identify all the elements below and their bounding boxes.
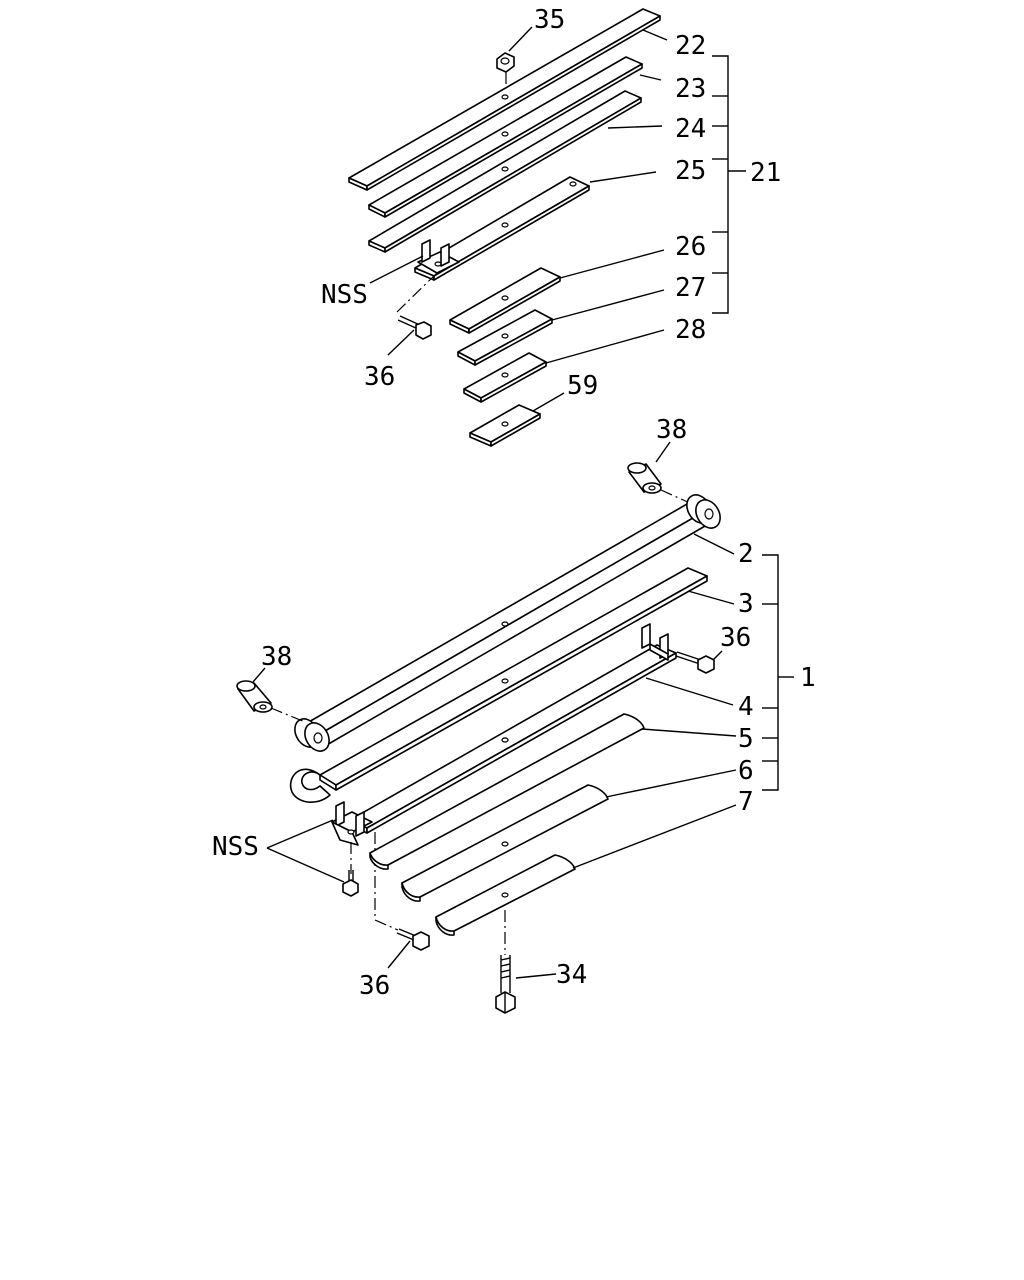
label-23: 23 [675,74,706,104]
part-36-bolt-right [675,651,715,674]
part-34-center-bolt [495,910,516,1014]
label-6: 6 [738,756,754,786]
label-36-bottom: 36 [359,971,390,1001]
label-36-right: 36 [720,623,751,653]
label-22: 22 [675,31,706,61]
label-nss-bottom: NSS [212,832,259,862]
label-25: 25 [675,156,706,186]
bracket-1 [762,554,794,791]
bracket-21 [712,55,746,314]
label-35: 35 [534,5,565,35]
upper-leader-lines [369,26,668,412]
label-5: 5 [738,724,754,754]
part-nss-bolt [342,870,359,897]
part-nss-clip-bottom [331,801,399,931]
part-35-nut [496,52,515,98]
part-24-leaf [368,90,642,253]
part-27-leaf [457,309,553,366]
part-59-plate [469,404,541,447]
part-6-leaf [401,784,609,902]
label-nss-top: NSS [321,280,368,310]
label-2: 2 [738,539,754,569]
label-21: 21 [750,158,781,188]
part-23-leaf [368,56,643,218]
label-24: 24 [675,114,706,144]
part-38-bushing-left [236,680,306,723]
part-38-bushing-top [627,462,691,504]
part-26-leaf [449,267,561,334]
part-22-leaf [348,8,661,191]
part-3-leaf [289,567,708,803]
label-4: 4 [738,692,754,722]
label-3: 3 [738,589,754,619]
part-36-bolt-bottom [396,928,430,951]
label-59: 59 [567,371,598,401]
label-27: 27 [675,273,706,303]
part-5-leaf [369,713,645,870]
part-25-leaf [414,176,590,281]
label-7: 7 [738,787,754,817]
label-36-top: 36 [364,362,395,392]
part-28-leaf [463,352,547,403]
label-26: 26 [675,232,706,262]
part-2-main-leaf [294,494,721,752]
label-1: 1 [800,663,816,693]
label-38-left: 38 [261,642,292,672]
lower-leader-lines [252,441,737,979]
part-36-bolt-top [397,315,432,340]
label-38-top: 38 [656,415,687,445]
label-34: 34 [556,960,587,990]
part-nss-clip-right [641,623,669,661]
part-7-leaf [435,854,576,936]
label-28: 28 [675,315,706,345]
